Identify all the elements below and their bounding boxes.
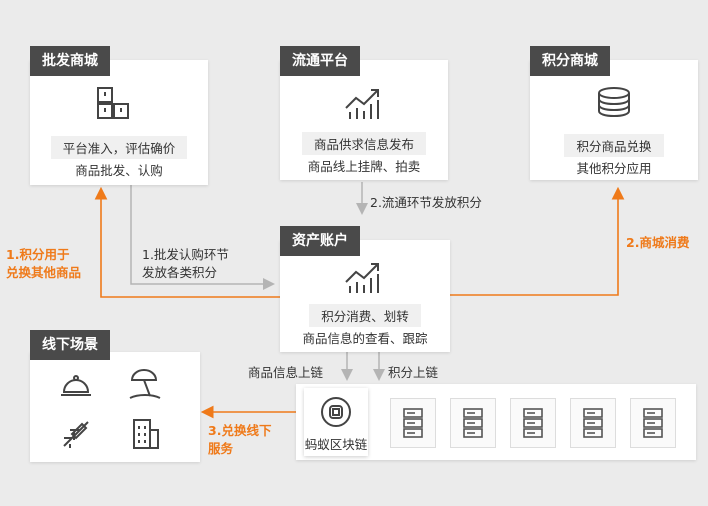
points-mall-line2: 其他积分应用 [576, 161, 652, 176]
edge-label-circulation: 2.流通环节发放积分 [370, 195, 482, 210]
points-mall-line1: 积分商品兑换 [564, 134, 664, 157]
building-icon [133, 419, 159, 449]
server-node [450, 398, 496, 448]
ant-chain-logo-icon [321, 397, 351, 427]
wholesale-line2: 商品批发、认购 [75, 163, 163, 178]
server-icon [523, 408, 543, 438]
wholesale-card [30, 60, 208, 185]
dining-icon [61, 375, 91, 396]
server-icon [643, 408, 663, 438]
asset-account-card [280, 240, 450, 352]
edge-label-wholesale-1: 1.批发认购环节 [142, 247, 229, 262]
asset-account-title: 资产账户 [280, 226, 360, 256]
blockchain-logo-card [304, 388, 368, 456]
asset-account-line1: 积分消费、划转 [309, 304, 421, 327]
server-node [630, 398, 676, 448]
coin-stack-icon [598, 87, 630, 118]
server-node [510, 398, 556, 448]
edge-label-offline-2: 服务 [208, 441, 234, 456]
edge-label-redeem-1: 1.积分用于 [6, 247, 70, 262]
wholesale-title: 批发商城 [30, 46, 110, 76]
edge-wholesale-account [130, 185, 275, 290]
edge-label-goods-chain: 商品信息上链 [248, 365, 324, 380]
circulation-card [280, 60, 448, 180]
plane-icon [63, 421, 89, 448]
blockchain-label: 蚂蚁区块链 [304, 437, 368, 452]
edge-label-mall: 2.商城消费 [626, 235, 690, 250]
offline-card [30, 352, 200, 462]
edge-label-points-chain: 积分上链 [388, 365, 439, 380]
chart-growth-icon [345, 263, 379, 293]
circulation-line1: 商品供求信息发布 [301, 132, 426, 155]
edge-label-offline-1: 3.兑换线下 [208, 423, 272, 438]
wholesale-line1: 平台准入，评估确价 [50, 136, 188, 159]
edge-label-redeem-2: 兑换其他商品 [6, 265, 82, 280]
server-icon [463, 408, 483, 438]
points-mall-card [530, 60, 698, 180]
beach-icon [129, 369, 161, 399]
warehouse-boxes-icon [97, 87, 129, 119]
edge-account-wholesale [94, 186, 280, 298]
server-icon [403, 408, 423, 438]
server-icon [583, 408, 603, 438]
edge-account-mall [450, 186, 625, 296]
chart-growth-icon [345, 89, 379, 119]
offline-title: 线下场景 [30, 330, 110, 360]
server-node [570, 398, 616, 448]
server-node [390, 398, 436, 448]
circulation-title: 流通平台 [280, 46, 360, 76]
circulation-line2: 商品线上挂牌、拍卖 [307, 159, 421, 174]
asset-account-line2: 商品信息的查看、跟踪 [302, 331, 428, 346]
edge-label-wholesale-2: 发放各类积分 [142, 265, 218, 280]
points-mall-title: 积分商城 [530, 46, 610, 76]
